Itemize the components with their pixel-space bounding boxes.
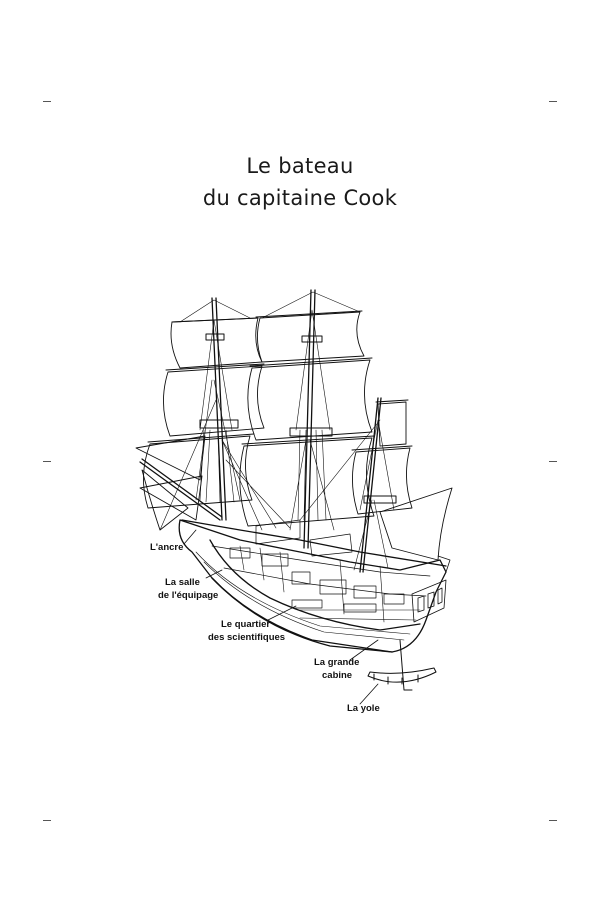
rigging — [159, 291, 395, 571]
yawl-boat — [367, 667, 437, 685]
stern-gallery — [411, 555, 451, 623]
title-line-2: du capitaine Cook — [202, 186, 398, 210]
mast-tops — [199, 333, 397, 504]
label-scientists-quarter-line1: Le quartier — [221, 619, 270, 630]
label-yawl: La yole — [347, 703, 380, 714]
label-crew-room-line1: La salle — [165, 577, 200, 588]
yards — [147, 310, 413, 451]
crop-mark-bottom-left — [43, 820, 51, 821]
crop-mark-top-right — [549, 101, 557, 102]
page-title: Le bateau du capitaine Cook — [0, 150, 600, 214]
crop-mark-top-left — [43, 101, 51, 102]
label-great-cabin-line1: La grande — [314, 657, 359, 668]
label-anchor: L'ancre — [150, 542, 183, 553]
masts — [139, 289, 382, 573]
rudder — [399, 639, 413, 691]
leader-lines — [183, 529, 379, 705]
title-line-1: Le bateau — [246, 154, 354, 178]
crop-mark-mid-right — [549, 461, 557, 462]
label-scientists-quarter-line2: des scientifiques — [208, 632, 285, 643]
sails — [135, 311, 453, 561]
ship-interior — [211, 519, 431, 613]
crop-mark-mid-left — [43, 461, 51, 462]
label-great-cabin-line2: cabine — [322, 670, 352, 681]
crop-mark-bottom-right — [549, 820, 557, 821]
label-crew-room-line2: de l'équipage — [158, 590, 218, 601]
